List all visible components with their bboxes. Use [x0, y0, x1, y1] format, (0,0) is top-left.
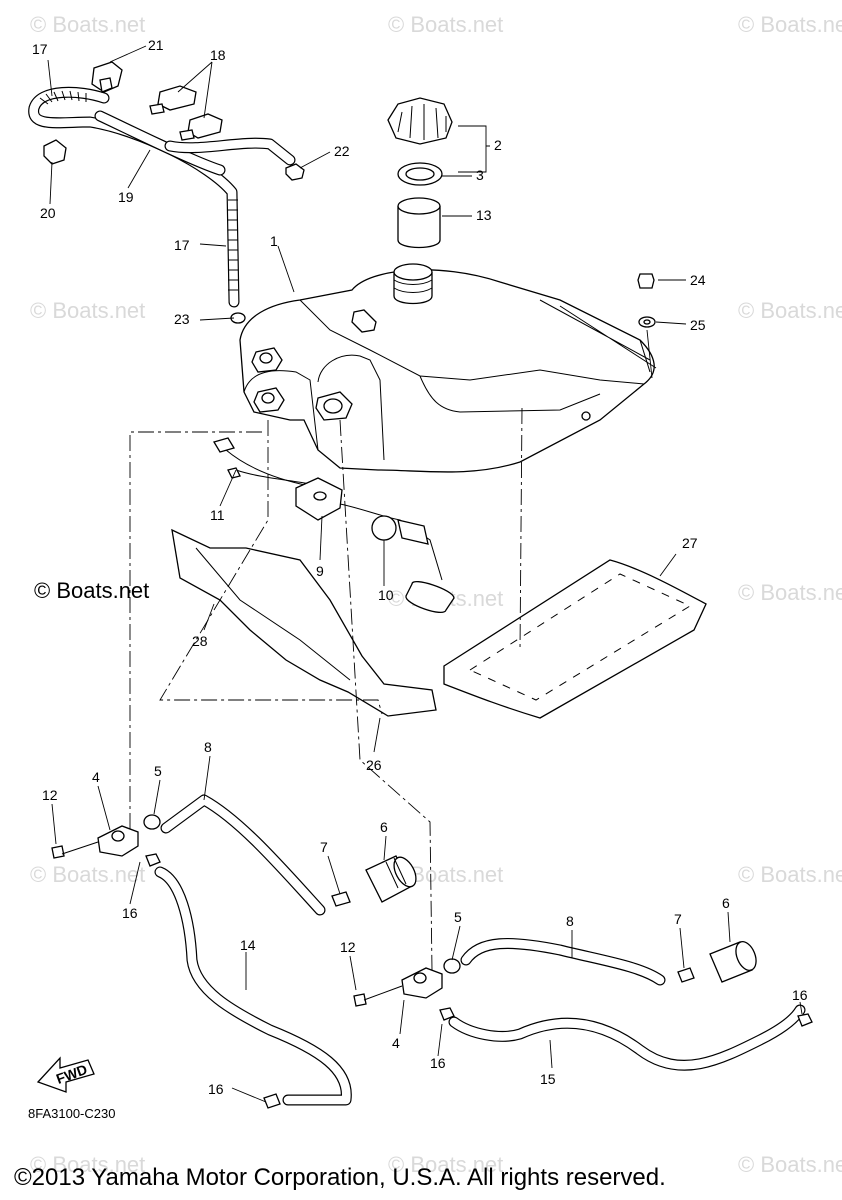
watermark: © Boats.net [738, 580, 842, 605]
guide-lines [129, 407, 523, 971]
leader-lines [47, 45, 803, 1103]
callout-6b: 6 [722, 895, 730, 911]
watermark: © Boats.net [30, 298, 145, 323]
callout-10: 10 [378, 587, 394, 603]
callout-16b: 16 [792, 987, 808, 1003]
callout-11: 11 [210, 507, 225, 523]
callout-17: 17 [32, 41, 48, 57]
callout-13: 13 [476, 207, 492, 223]
large-watermark: © Boats.net [34, 578, 150, 603]
callout-8: 8 [204, 739, 212, 755]
copyright-notice: ©2013 Yamaha Motor Corporation, U.S.A. A… [14, 1164, 666, 1191]
callout-20: 20 [40, 205, 56, 221]
watermark: © Boats.net [388, 1152, 503, 1177]
watermark: © Boats.net [738, 12, 842, 37]
vent-hose-assembly [28, 61, 305, 324]
callout-1: 1 [270, 233, 278, 249]
watermark: © Boats.net [30, 12, 145, 37]
callout-14: 14 [240, 937, 256, 953]
callout-3: 3 [476, 167, 484, 183]
callout-16d: 16 [208, 1081, 224, 1097]
mats [171, 528, 707, 719]
callout-12: 12 [42, 787, 58, 803]
callout-7b: 7 [674, 911, 682, 927]
callout-18: 18 [210, 47, 226, 63]
callout-6: 6 [380, 819, 388, 835]
callout-27: 27 [682, 535, 698, 551]
callout-19: 19 [118, 189, 134, 205]
callout-9: 9 [316, 563, 324, 579]
callout-5: 5 [154, 763, 162, 779]
fuel-tank [239, 263, 657, 473]
fwd-arrow-icon: FWD [36, 1056, 95, 1093]
watermark: © Boats.net [738, 1152, 842, 1177]
watermark: © Boats.net [738, 862, 842, 887]
callout-7: 7 [320, 839, 328, 855]
figure-code: 8FA3100-C230 [28, 1106, 116, 1121]
callout-4b: 4 [392, 1035, 400, 1051]
watermark: © Boats.net [30, 862, 145, 887]
callout-22: 22 [334, 143, 350, 159]
lower-left-fuel-line [51, 794, 417, 1109]
callout-16: 16 [122, 905, 138, 921]
fuel-sender [213, 437, 455, 613]
callout-15: 15 [540, 1071, 556, 1087]
callout-26: 26 [366, 757, 382, 773]
callout-4: 4 [92, 769, 100, 785]
callout-24: 24 [690, 272, 706, 288]
callout-2: 2 [494, 137, 502, 153]
callout-25: 25 [690, 317, 706, 333]
watermark: © Boats.net [738, 298, 842, 323]
callout-16c: 16 [430, 1055, 446, 1071]
lower-right-fuel-line [353, 938, 813, 1071]
callout-28: 28 [192, 633, 208, 649]
callout-17b: 17 [174, 237, 190, 253]
fuel-cap-group [387, 97, 453, 249]
watermark: © Boats.net [30, 1152, 145, 1177]
callout-23: 23 [174, 311, 190, 327]
callout-21: 21 [148, 37, 164, 53]
callout-5b: 5 [454, 909, 462, 925]
watermark: © Boats.net [388, 12, 503, 37]
callout-labels: 17 21 18 2 22 3 19 20 13 17 1 24 23 25 1… [32, 37, 808, 1097]
callout-12b: 12 [340, 939, 356, 955]
bolt-washer [637, 273, 656, 379]
callout-8b: 8 [566, 913, 574, 929]
